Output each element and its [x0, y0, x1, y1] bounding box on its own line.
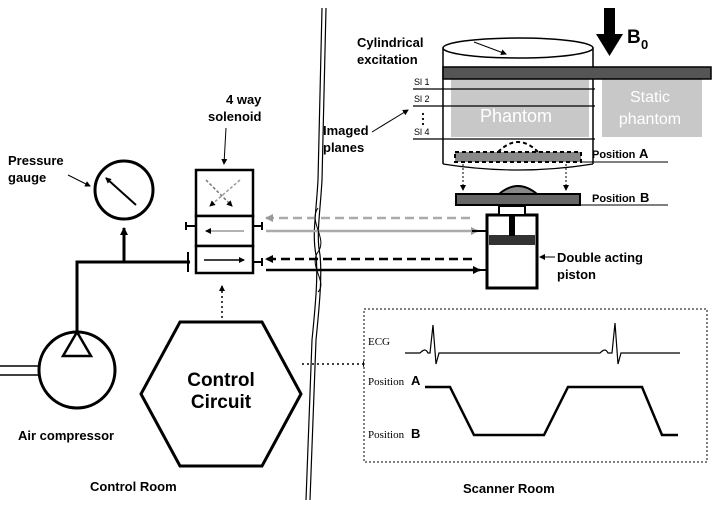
ecg-trace	[405, 322, 680, 365]
b0-arrow	[596, 8, 623, 56]
timing-plot-frame	[363, 308, 708, 463]
pressure-gauge-pointer	[67, 174, 91, 187]
position-b-word: Position	[592, 193, 636, 205]
excitation-slab	[442, 66, 712, 80]
piston-label-line1: Double acting	[557, 250, 643, 265]
pneumatic-lines	[265, 207, 481, 293]
control-circuit-label-line1: Control	[187, 370, 255, 391]
piston-label-line2: piston	[557, 267, 596, 282]
plate-position-a	[454, 141, 668, 191]
solenoid-label-line2: solenoid	[208, 109, 262, 124]
cylindrical-label-line1: Cylindrical	[357, 35, 423, 50]
control-circuit-label-line2: Circuit	[191, 392, 252, 413]
plot-position-b-word: Position	[368, 429, 405, 441]
pressure-gauge-label-line1: Pressure	[8, 153, 64, 168]
position-trace	[425, 385, 678, 437]
phantom-label: Phantom	[480, 106, 552, 126]
imaged-planes-pointer	[371, 109, 409, 133]
four-way-solenoid	[185, 168, 263, 275]
plate-position-b	[455, 185, 668, 206]
slice-1-label: Sl 1	[414, 77, 430, 87]
static-phantom-label-line1: Static	[630, 89, 670, 106]
b0-subscript: 0	[641, 37, 648, 52]
control-room-label: Control Room	[90, 479, 177, 494]
cylindrical-label-line2: excitation	[357, 52, 418, 67]
position-b-letter: B	[640, 190, 649, 205]
static-phantom-label-line2: phantom	[619, 111, 681, 128]
imaged-planes-label-line1: Imaged	[323, 123, 369, 138]
static-phantom	[602, 75, 702, 137]
air-compressor	[0, 329, 117, 410]
double-acting-piston	[472, 202, 539, 290]
imaged-planes	[413, 88, 595, 140]
ecg-label: ECG	[368, 336, 390, 348]
plot-position-a-word: Position	[368, 376, 405, 388]
pressure-gauge-label-line2: gauge	[8, 170, 46, 185]
solenoid-pointer	[221, 127, 228, 165]
position-a-letter: A	[639, 146, 649, 161]
slice-4-label: Sl 4	[414, 127, 430, 137]
air-compressor-label: Air compressor	[18, 428, 114, 443]
scanner-room-label: Scanner Room	[463, 481, 555, 496]
position-a-word: Position	[592, 149, 636, 161]
pressure-gauge	[93, 159, 155, 221]
slice-2-label: Sl 2	[414, 94, 430, 104]
b0-letter: B	[627, 27, 641, 48]
control-circuit	[139, 320, 303, 468]
supply-line	[75, 227, 190, 332]
room-divider	[305, 7, 327, 501]
plot-position-a-letter: A	[411, 373, 421, 388]
imaged-planes-label-line2: planes	[323, 140, 364, 155]
solenoid-label-line1: 4 way	[226, 92, 262, 107]
plot-position-b-letter: B	[411, 426, 420, 441]
